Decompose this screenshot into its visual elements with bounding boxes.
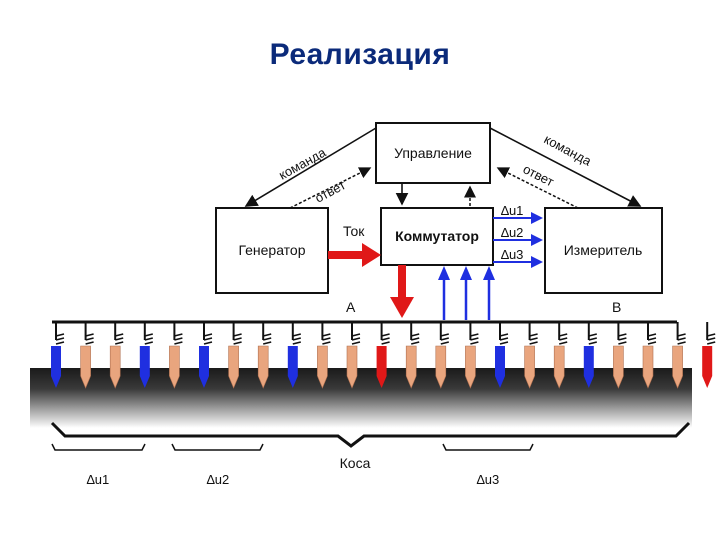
- ground: [30, 368, 692, 428]
- group-label-3: ∆u3: [477, 472, 499, 487]
- group-bracket-3: [442, 443, 534, 451]
- electrode-blue: [287, 322, 301, 388]
- electrode-tan: [553, 322, 568, 389]
- command-right-arrow: [489, 127, 642, 207]
- response-right-label: ответ: [521, 161, 557, 189]
- point-b-label: B: [612, 299, 621, 315]
- electrode-tan: [613, 322, 627, 389]
- electrode-tan: [465, 322, 479, 389]
- electrode-blue: [199, 322, 213, 388]
- group-bracket-1: [51, 443, 146, 451]
- electrode-tan: [109, 322, 124, 389]
- group-label-1: ∆u1: [87, 472, 109, 487]
- electrode-tan: [228, 322, 242, 389]
- electrode-red: [376, 322, 390, 388]
- electrode-blue: [495, 322, 509, 388]
- electrode-tan: [80, 322, 94, 389]
- electrode-blue: [51, 322, 65, 388]
- electrode-tan: [257, 322, 272, 389]
- cable-to-switch-arrows: [438, 266, 495, 320]
- electrode-blue: [139, 322, 153, 388]
- electrode-tan: [169, 322, 183, 389]
- control-label: Управление: [394, 145, 472, 161]
- command-left-arrow: [244, 127, 377, 207]
- braid-bracket: [50, 421, 691, 448]
- du3-label: ∆u3: [501, 247, 523, 262]
- du1-label: ∆u1: [501, 203, 523, 218]
- electrode-tan: [642, 322, 657, 389]
- command-left-label: команда: [276, 144, 329, 182]
- du2-label: ∆u2: [501, 225, 523, 240]
- electrode-tan: [672, 322, 686, 389]
- current-label: Ток: [343, 223, 365, 239]
- electrode-red: [702, 322, 716, 388]
- switch-block: Коммутатор: [380, 207, 494, 266]
- meter-block: Измеритель: [544, 207, 663, 294]
- meter-label: Измеритель: [564, 242, 643, 258]
- command-right-label: команда: [542, 131, 595, 169]
- switch-label: Коммутатор: [395, 228, 479, 244]
- group-bracket-2: [171, 443, 264, 451]
- electrode-tan: [405, 322, 420, 389]
- electrode-tan: [317, 322, 331, 389]
- point-a-label: A: [346, 299, 356, 315]
- control-block: Управление: [375, 122, 491, 184]
- braid-label: Коса: [340, 455, 371, 471]
- current-arrow: [328, 243, 381, 267]
- response-left-label: ответ: [312, 177, 348, 205]
- electrode-tan: [346, 322, 361, 389]
- group-label-2: ∆u2: [207, 472, 229, 487]
- electrode-tan: [524, 322, 538, 389]
- electrode-blue: [583, 322, 597, 388]
- generator-label: Генератор: [238, 242, 305, 258]
- generator-block: Генератор: [215, 207, 329, 294]
- electrode-array: [51, 322, 716, 389]
- electrode-tan: [435, 322, 449, 389]
- switch-to-cable-arrow: [390, 265, 414, 318]
- page-title: Реализация: [269, 38, 451, 71]
